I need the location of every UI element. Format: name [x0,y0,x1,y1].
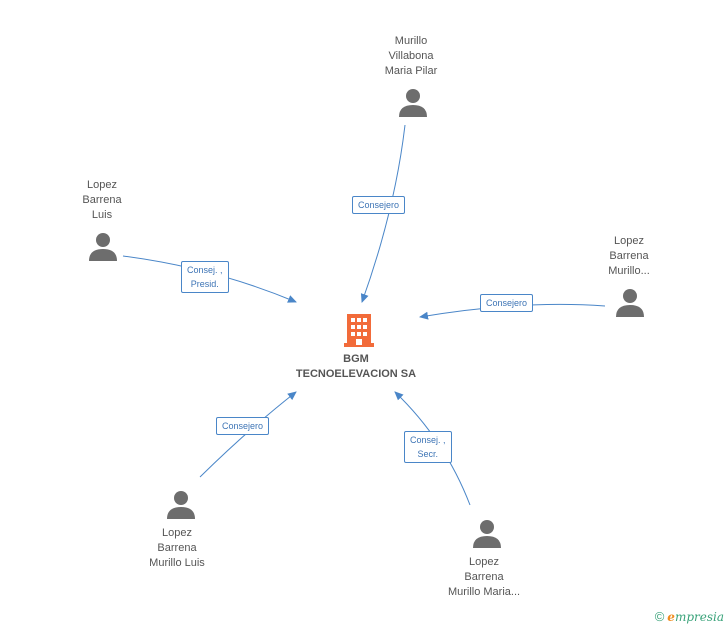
brand-logo-text: mpresia [674,610,724,624]
person-label-lopez-barrena-murillo-luis[interactable]: Lopez Barrena Murillo Luis [107,526,247,571]
person-name-line: Barrena [157,542,197,554]
person-name-line: Murillo [394,35,428,47]
relation-label-consejero: Consejero [216,417,270,435]
person-name-line: Lopez [87,179,117,191]
brand-logo-e: e [667,610,675,624]
person-name-line: Lopez [162,527,192,539]
relation-label-consej-presid: Consej. , Presid. [181,261,229,293]
person-name-line: Lopez [614,235,644,247]
relation-label-line: Consejero [222,421,264,431]
person-name-line: Barrena [609,250,649,262]
relation-label-line: Consejero [486,298,528,308]
person-name-line: Maria Pilar [384,65,438,77]
person-name-line: Lopez [469,556,499,568]
person-label-lopez-barrena-luis[interactable]: Lopez Barrena Luis [32,178,172,223]
person-name-line: Murillo Maria... [447,586,521,598]
company-name-line: BGM [343,353,369,365]
person-label-lopez-barrena-murillo-1[interactable]: Lopez Barrena Murillo... [559,234,699,279]
building-icon[interactable] [343,312,375,347]
copyright-icon: © [654,609,665,624]
company-name-line: TECNOELEVACION SA [295,368,417,380]
person-icon[interactable] [88,232,118,262]
relation-label-line: Secr. [417,449,439,459]
person-name-line: Villabona [388,50,434,62]
person-name-line: Murillo... [608,265,650,277]
person-label-lopez-barrena-murillo-maria[interactable]: Lopez Barrena Murillo Maria... [414,555,554,600]
person-name-line: Barrena [82,194,122,206]
company-name[interactable]: BGM TECNOELEVACION SA [256,352,456,382]
relation-label-consejero: Consejero [352,196,406,214]
relation-label-line: Consejero [358,200,400,210]
relation-label-line: Consej. , [187,265,223,275]
person-label-murillo-villabona-maria-pilar[interactable]: Murillo Villabona Maria Pilar [341,34,481,79]
person-icon[interactable] [615,288,645,318]
empresia-brand[interactable]: ©empresia [655,609,724,624]
person-icon[interactable] [472,519,502,549]
relation-label-consejero: Consejero [480,294,534,312]
person-icon[interactable] [166,490,196,520]
person-icon[interactable] [398,88,428,118]
relation-label-line: Consej. , [410,435,446,445]
relation-label-consej-secr: Consej. , Secr. [404,431,452,463]
person-name-line: Barrena [464,571,504,583]
relation-label-line: Presid. [190,279,219,289]
person-name-line: Murillo Luis [149,557,205,569]
person-name-line: Luis [91,209,113,221]
